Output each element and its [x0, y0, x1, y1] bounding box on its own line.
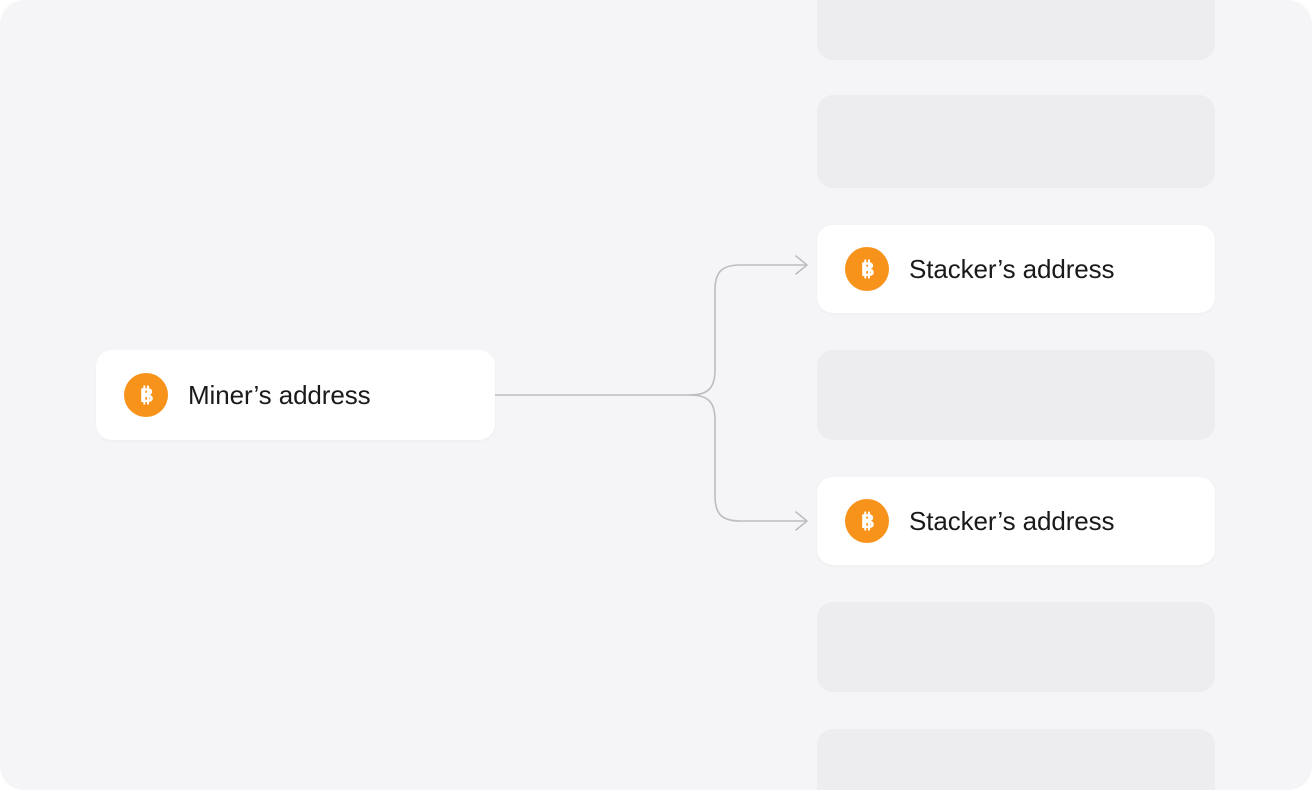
stacker-address-label: Stacker’s address [909, 254, 1115, 284]
miner-address-card[interactable]: Miner’s address [96, 350, 495, 440]
chevron-arrow-icon [795, 255, 808, 275]
placeholder-card [817, 0, 1215, 60]
placeholder-card [817, 350, 1215, 440]
placeholder-card [817, 95, 1215, 188]
bitcoin-icon [845, 499, 889, 543]
connector-branch-lower [689, 394, 807, 522]
miner-address-label: Miner’s address [188, 380, 371, 410]
bitcoin-icon [124, 373, 168, 417]
stacker-address-card[interactable]: Stacker’s address [817, 225, 1215, 313]
placeholder-card [817, 602, 1215, 692]
stacker-address-card[interactable]: Stacker’s address [817, 477, 1215, 565]
connector-branch-upper [689, 264, 807, 396]
chevron-arrow-icon [795, 511, 808, 531]
stacker-address-label: Stacker’s address [909, 506, 1115, 536]
placeholder-card [817, 729, 1215, 790]
bitcoin-icon [845, 247, 889, 291]
